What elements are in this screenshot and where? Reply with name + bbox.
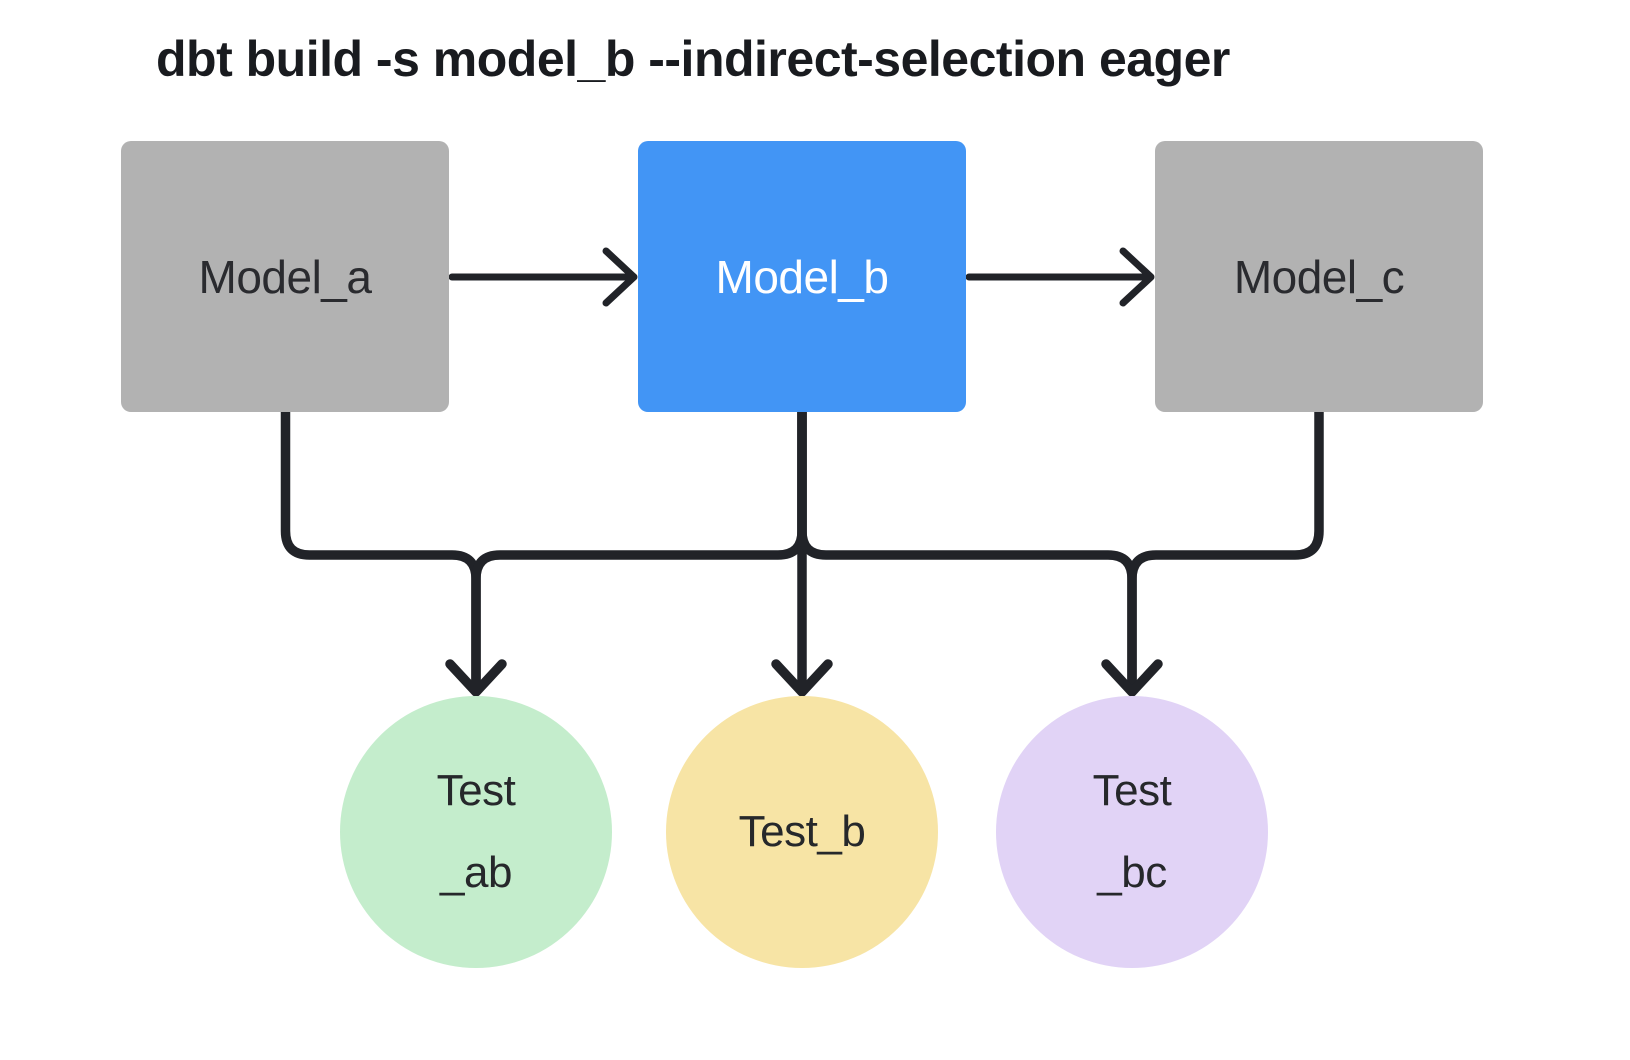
command-title: dbt build -s model_b --indirect-selectio… bbox=[156, 31, 1230, 87]
node-model-b-label: Model_b bbox=[715, 250, 889, 303]
arrowhead-test-bc bbox=[1101, 659, 1163, 697]
node-test-bc: Test _bc bbox=[996, 696, 1268, 968]
node-test-b-label: Test_b bbox=[738, 807, 866, 856]
arrowhead-test-ab bbox=[445, 659, 507, 697]
node-model-a: Model_a bbox=[121, 141, 449, 412]
node-model-a-label: Model_a bbox=[198, 250, 372, 303]
edge-model-c-to-test-bc bbox=[1127, 407, 1324, 693]
edge-model-b-to-test-ab bbox=[471, 407, 807, 693]
node-test-bc-label: Test _bc bbox=[1092, 766, 1172, 897]
node-test-b: Test_b bbox=[666, 696, 938, 968]
arrowhead-test-b bbox=[771, 659, 833, 697]
edge-model-a-to-model-b bbox=[448, 247, 638, 307]
edge-model-a-to-test-ab bbox=[280, 407, 481, 693]
node-model-c-label: Model_c bbox=[1233, 250, 1405, 303]
node-test-ab: Test _ab bbox=[340, 696, 612, 968]
edge-model-b-to-model-c bbox=[965, 247, 1155, 307]
node-model-b: Model_b bbox=[638, 141, 966, 412]
node-test-ab-label: Test _ab bbox=[436, 766, 516, 897]
edge-model-b-to-test-bc bbox=[797, 407, 1137, 693]
node-model-c: Model_c bbox=[1155, 141, 1483, 412]
